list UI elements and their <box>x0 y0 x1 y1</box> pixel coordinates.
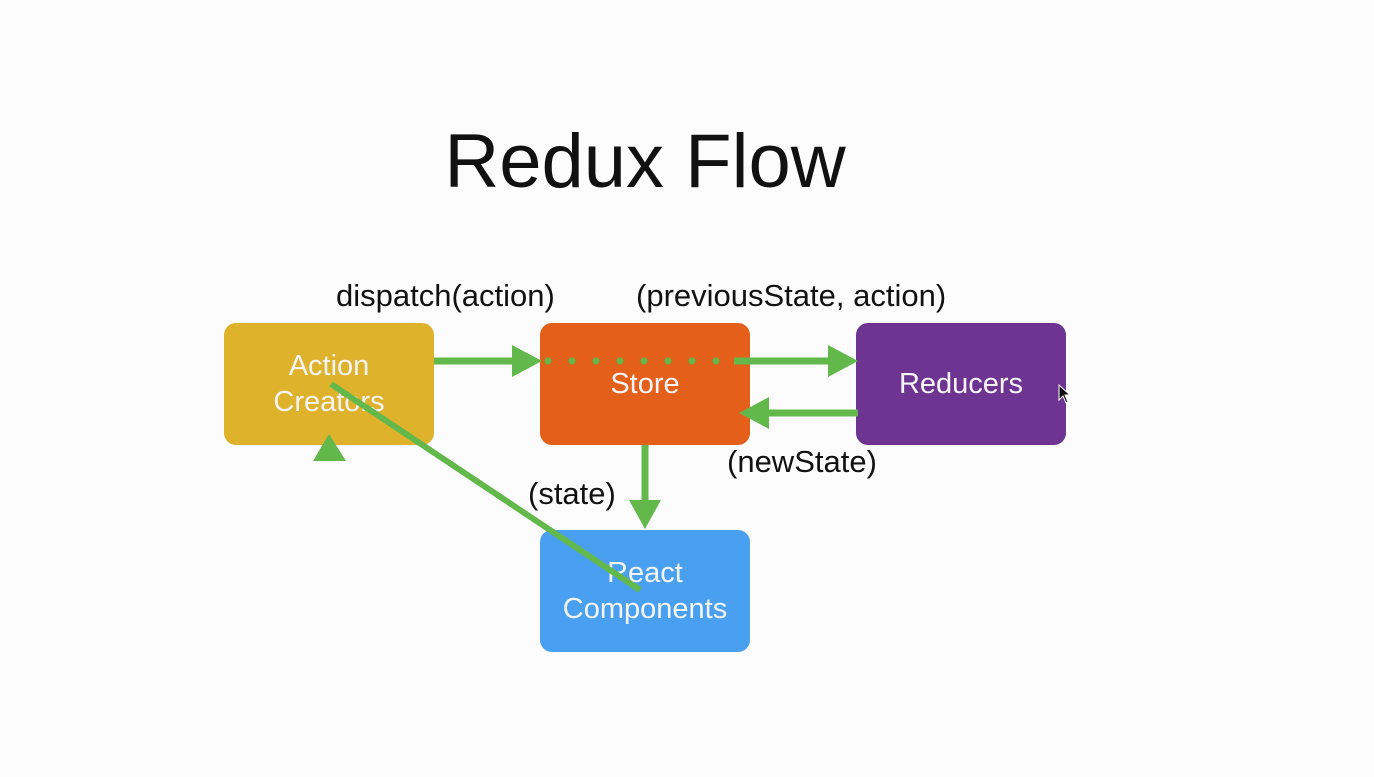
action-creators-label-line1: Action <box>288 349 370 382</box>
store-to-react-arrow <box>629 445 661 529</box>
new-state-label: (newState) <box>727 444 877 479</box>
reducers-to-store-arrow <box>739 397 858 429</box>
store-label: Store <box>610 367 680 400</box>
react-components-label-line2: Components <box>562 593 728 625</box>
action-creators-node: Action Creators <box>224 323 434 445</box>
state-label: (state) <box>528 476 616 511</box>
previous-state-action-label: (previousState, action) <box>636 278 947 313</box>
react-components-node: React Components <box>540 530 750 652</box>
store-node: Store <box>540 323 750 445</box>
reducers-node: Reducers <box>856 323 1066 445</box>
store-to-reducers-arrow <box>734 345 858 377</box>
reducers-label: Reducers <box>898 367 1024 400</box>
slide-title: Redux Flow <box>444 119 846 204</box>
react-components-label-line1: React <box>607 556 683 589</box>
dispatch-action-label: dispatch(action) <box>336 278 555 313</box>
dispatch-arrow <box>434 345 542 377</box>
action-creators-label-line2: Creators <box>273 386 385 418</box>
mouse-cursor-icon <box>1058 384 1072 404</box>
